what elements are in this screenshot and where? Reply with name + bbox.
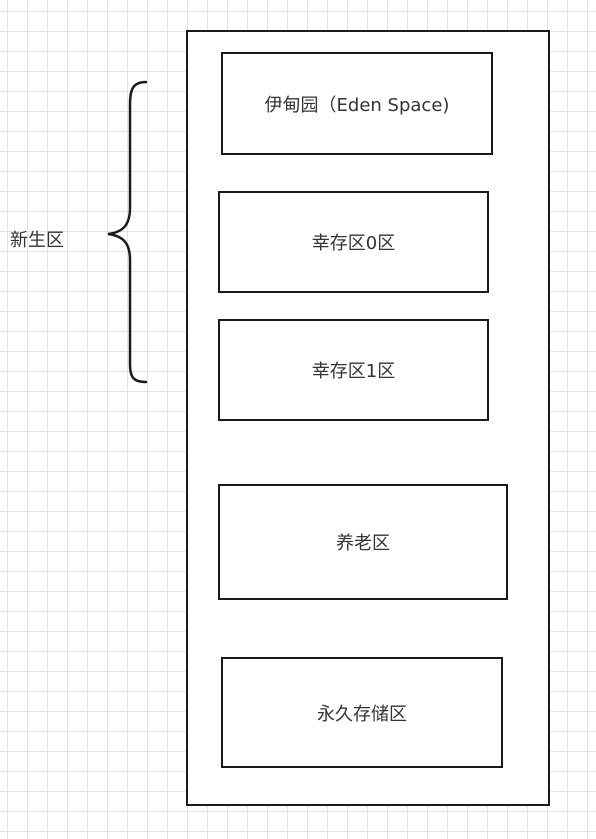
- survivor-0-block: 幸存区0区: [218, 191, 489, 293]
- survivor-1-label: 幸存区1区: [311, 361, 396, 382]
- survivor-0-label: 幸存区0区: [311, 233, 396, 254]
- survivor-1-block: 幸存区1区: [218, 319, 489, 421]
- permanent-generation-block: 永久存储区: [221, 657, 503, 768]
- young-generation-label: 新生区: [10, 230, 64, 251]
- eden-space-block: 伊甸园（Eden Space): [221, 52, 493, 155]
- permanent-generation-label: 永久存储区: [317, 703, 407, 725]
- old-generation-block: 养老区: [218, 484, 508, 600]
- eden-space-label: 伊甸园（Eden Space): [264, 94, 450, 116]
- curly-brace-icon: [107, 80, 148, 384]
- old-generation-label: 养老区: [336, 533, 390, 554]
